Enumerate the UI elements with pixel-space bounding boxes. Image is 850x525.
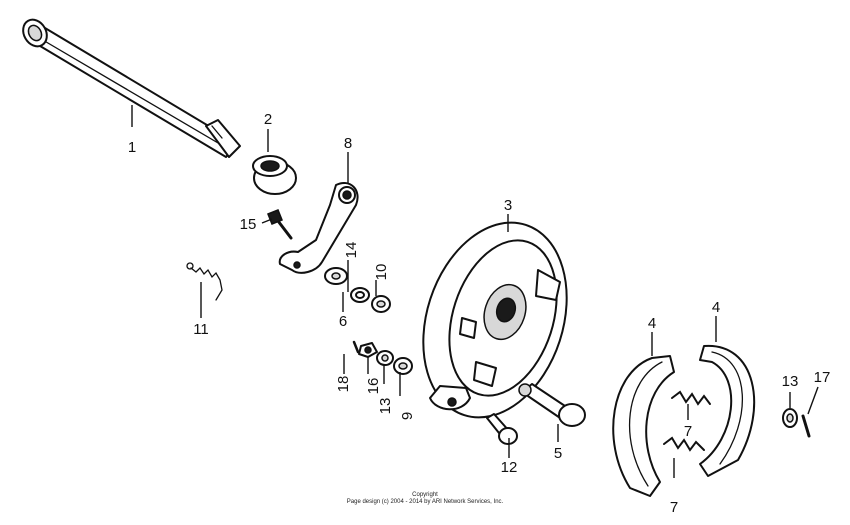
part-brake-shoe-front xyxy=(612,355,675,497)
part-brake-panel xyxy=(422,221,568,419)
callout-labels: 1 2 3 4 4 5 6 7 7 8 9 10 11 12 13 13 14 … xyxy=(128,111,831,516)
callout-3: 3 xyxy=(504,197,512,214)
callout-5: 5 xyxy=(554,445,562,462)
callout-17: 17 xyxy=(814,369,831,386)
callout-7b: 7 xyxy=(670,499,678,516)
callout-9: 9 xyxy=(399,412,416,420)
part-return-spring-lower xyxy=(663,436,705,452)
part-brake-arm xyxy=(278,182,359,274)
part-brake-shoe-rear xyxy=(699,344,756,477)
callout-13b: 13 xyxy=(782,373,799,390)
callout-6: 6 xyxy=(339,313,347,330)
part-washers-upper xyxy=(324,267,391,313)
callout-14: 14 xyxy=(343,242,360,259)
part-nuts-lower xyxy=(352,340,413,375)
callout-15: 15 xyxy=(240,216,257,233)
leader-lines xyxy=(131,105,819,478)
callout-18: 18 xyxy=(335,376,352,393)
part-washer-right xyxy=(782,408,798,428)
callout-11: 11 xyxy=(193,321,209,338)
part-anchor-pin xyxy=(486,413,518,445)
part-cotter-pin xyxy=(801,414,811,438)
callout-4b: 4 xyxy=(712,299,720,316)
callout-4a: 4 xyxy=(648,315,656,332)
part-spring-11 xyxy=(186,262,223,301)
callout-2: 2 xyxy=(264,111,272,128)
part-bolt-15 xyxy=(267,209,293,240)
callout-7a: 7 xyxy=(684,423,692,440)
callout-10: 10 xyxy=(373,264,390,281)
footer-page-design: Page design (c) 2004 - 2014 by ARI Netwo… xyxy=(346,499,504,505)
callout-16: 16 xyxy=(365,378,382,395)
part-return-spring-upper xyxy=(671,390,711,406)
callout-1: 1 xyxy=(128,139,136,156)
part-cam-shaft xyxy=(518,383,586,427)
part-collar xyxy=(252,155,297,195)
callout-12: 12 xyxy=(501,459,518,476)
footer-copyright: Copyright xyxy=(412,492,438,498)
part-axle xyxy=(22,18,241,158)
callout-8: 8 xyxy=(344,135,352,152)
callout-13a: 13 xyxy=(377,398,394,415)
